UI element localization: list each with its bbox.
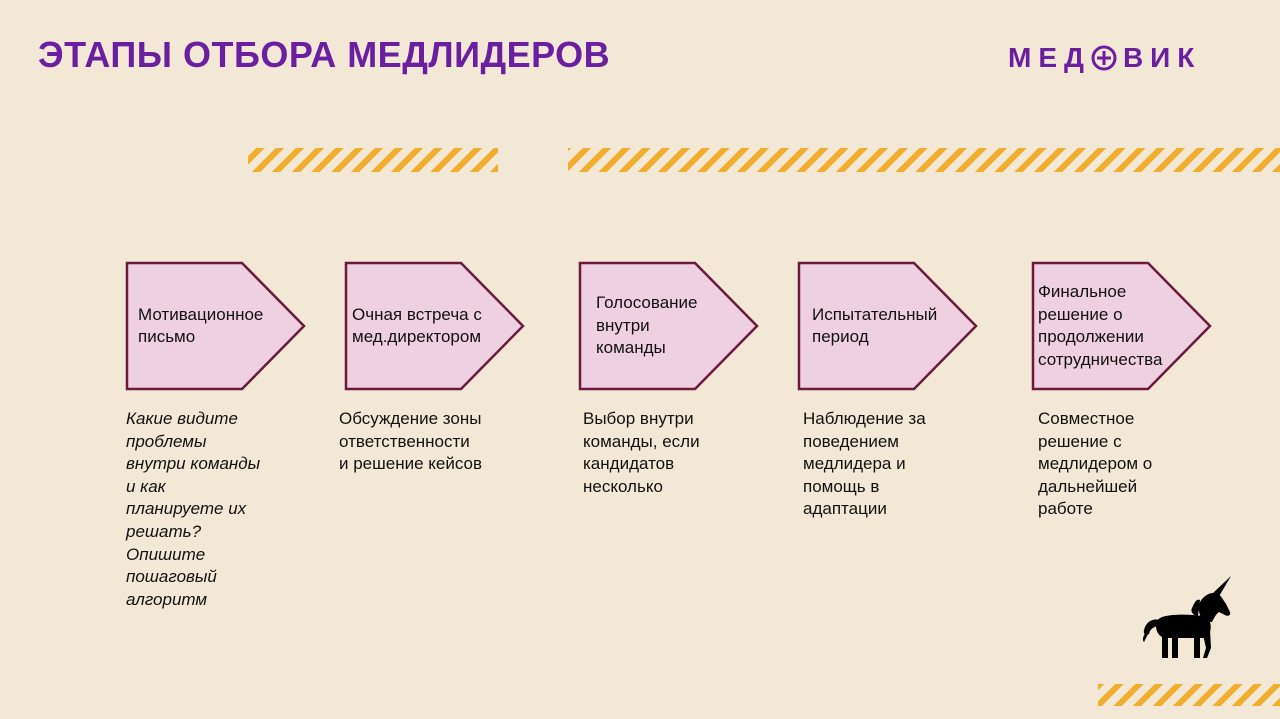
logo-text-left: МЕД bbox=[1008, 42, 1091, 73]
hazard-stripe-top-left bbox=[248, 148, 498, 172]
plus-circle-icon bbox=[1091, 45, 1117, 71]
stage-2-arrow bbox=[344, 261, 525, 391]
stage-1: Мотивационное письмо bbox=[125, 261, 306, 391]
stage-4: Испытательный период bbox=[797, 261, 978, 391]
brand-logo: МЕД ВИК bbox=[1008, 40, 1201, 76]
stage-1-arrow bbox=[125, 261, 306, 391]
unicorn-icon bbox=[1142, 576, 1231, 658]
stage-3-description: Выбор внутри команды, если кандидатов не… bbox=[583, 409, 700, 496]
stage-4-description: Наблюдение за поведением медлидера и пом… bbox=[803, 409, 926, 519]
page-title: ЭТАПЫ ОТБОРА МЕДЛИДЕРОВ bbox=[38, 34, 611, 75]
stage-1-label: Мотивационное письмо bbox=[138, 304, 264, 347]
stage-5: Финальное решение о продолжении сотрудни… bbox=[1031, 261, 1212, 391]
stage-3-arrow bbox=[578, 261, 759, 391]
logo-text-right: ВИК bbox=[1122, 42, 1202, 73]
stage-2-description: Обсуждение зоны ответственности и решени… bbox=[339, 409, 483, 474]
stage-2: Очная встреча с мед.директором bbox=[344, 261, 525, 391]
stage-3-label: Голосование внутри команды bbox=[596, 293, 698, 358]
stage-2-label: Очная встреча с мед.директором bbox=[352, 304, 482, 347]
stage-3: Голосование внутри команды bbox=[578, 261, 759, 391]
hazard-stripe-bottom bbox=[1098, 684, 1280, 706]
stage-4-arrow bbox=[797, 261, 978, 391]
stage-5-description: Совместное решение с медлидером о дальне… bbox=[1038, 409, 1153, 519]
stage-5-arrow bbox=[1031, 261, 1212, 391]
stage-5-label: Финальное решение о продолжении сотрудни… bbox=[1038, 282, 1163, 369]
hazard-stripe-top-right bbox=[568, 148, 1280, 172]
stage-4-label: Испытательный период bbox=[812, 304, 938, 347]
stage-1-description: Какие видите проблемы внутри команды и к… bbox=[126, 409, 261, 609]
